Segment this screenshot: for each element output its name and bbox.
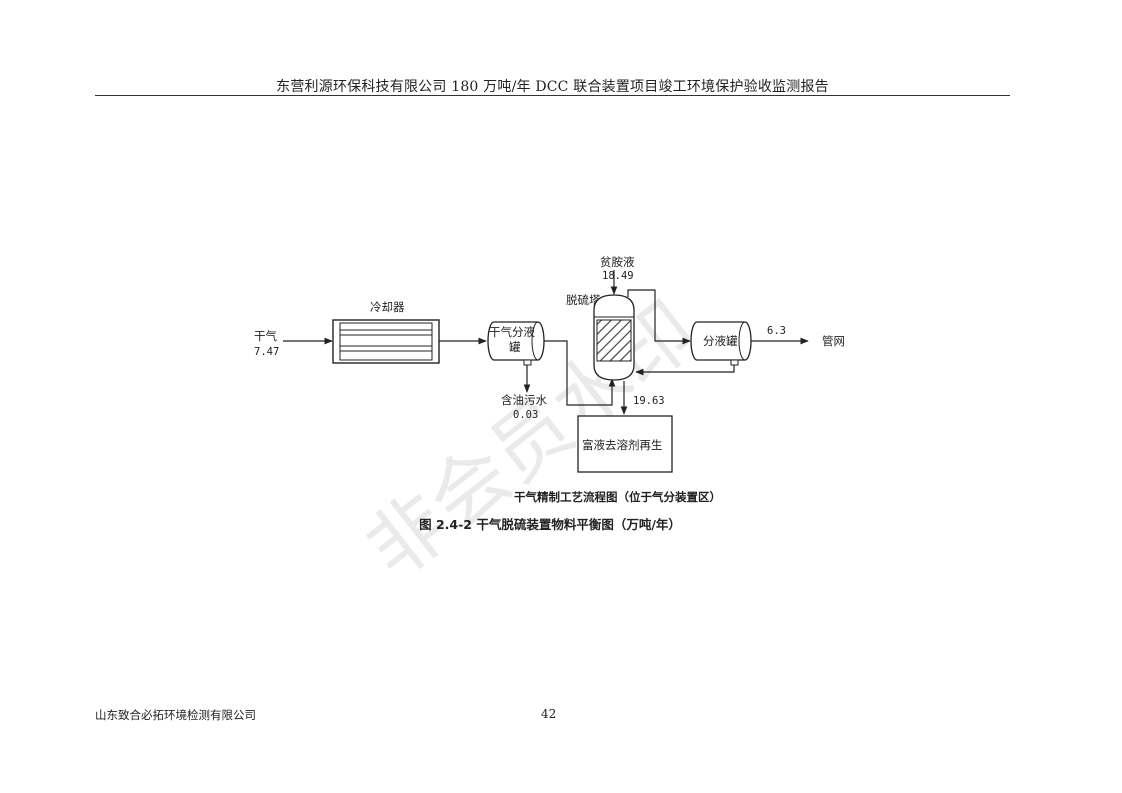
header-rule [95, 95, 1010, 96]
wastewater-value: 0.03 [513, 409, 538, 421]
separator2-label: 分液罐 [703, 334, 738, 348]
regen-box [577, 415, 673, 473]
feed-label: 干气 [254, 329, 277, 343]
desulfurization-tower [593, 294, 635, 381]
tower-label: 脱硫塔 [566, 293, 601, 307]
footer-company: 山东致合必拓环境检测有限公司 [95, 708, 256, 722]
rich-amine-value: 19.63 [633, 395, 665, 407]
cooler [332, 319, 440, 364]
regen-label: 富液去溶剂再生 [582, 438, 663, 452]
separator-tank [690, 321, 752, 366]
separator1-label-line2: 罐 [509, 340, 521, 354]
amine-label: 贫胺液 [600, 255, 635, 269]
footer-page-number: 42 [541, 707, 557, 721]
page-header-title: 东营利源环保科技有限公司 180 万吨/年 DCC 联合装置项目竣工环境保护验收… [276, 79, 829, 95]
diagram-subtitle: 干气精制工艺流程图（位于气分装置区） [514, 490, 721, 504]
feed-value: 7.47 [254, 346, 279, 358]
tower-top-line [627, 289, 691, 345]
product-label: 管网 [822, 334, 845, 348]
amine-value: 18.49 [602, 270, 634, 282]
cooler-label: 冷却器 [370, 300, 405, 314]
product-value: 6.3 [767, 325, 786, 337]
figure-caption: 图 2.4-2 干气脱硫装置物料平衡图（万吨/年） [419, 517, 681, 532]
wastewater-label: 含油污水 [501, 393, 547, 407]
return-line [635, 365, 735, 376]
gas-to-tower-line [544, 340, 616, 406]
separator1-label-line1: 干气分液 [489, 325, 535, 339]
